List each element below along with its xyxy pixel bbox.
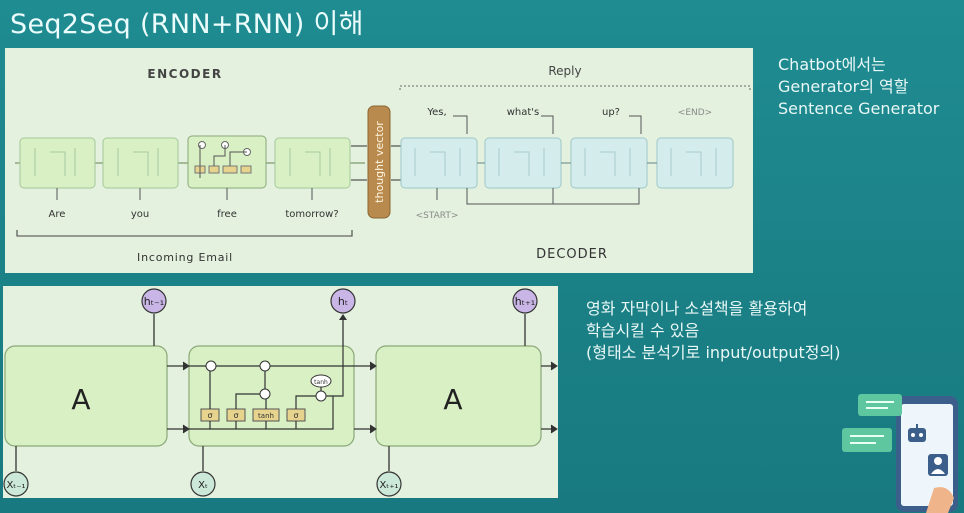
feedback-loops	[466, 188, 640, 205]
gate-label: σ	[233, 411, 238, 420]
note-line: Chatbot에서는	[778, 55, 886, 74]
incoming-email-label: Incoming Email	[137, 251, 233, 264]
thought-vector-label: thought vector	[373, 121, 386, 203]
lstm-diagram: A tanh σ σ tanh σ A	[3, 288, 558, 497]
output-word: Yes,	[426, 107, 446, 118]
seq2seq-diagram: ENCODER Reply	[15, 64, 751, 264]
robot-icon	[908, 424, 926, 442]
chatbot-illustration	[842, 394, 958, 513]
hidden-label: hₜ₊₁	[515, 295, 535, 308]
input-circle: Xₜ₊₁	[376, 471, 402, 497]
gate-label: tanh	[258, 412, 274, 420]
decoder-cell	[656, 137, 734, 189]
slide-title: Seq2Seq (RNN+RNN) 이해	[10, 9, 364, 40]
decoder-cell	[484, 137, 562, 189]
thought-links	[351, 145, 401, 181]
tanh-label: tanh	[314, 379, 328, 386]
training-notes: 영화 자막이나 소설책을 활용하여 학습시킬 수 있음 (형태소 분석기로 in…	[586, 298, 840, 364]
gate-label: σ	[207, 411, 212, 420]
output-word: up?	[602, 107, 620, 118]
lstm-diagram-panel: A tanh σ σ tanh σ A	[3, 286, 558, 498]
chat-bubble-icon	[842, 428, 892, 452]
hand-icon	[926, 487, 954, 513]
input-ticks	[56, 188, 313, 200]
thought-vector	[367, 105, 391, 219]
lstm-block: A	[375, 345, 542, 447]
chatbot-notes: Chatbot에서는 Generator의 역할 Sentence Genera…	[778, 54, 939, 120]
note-line: 학습시킬 수 있음	[586, 321, 700, 340]
input-label: Xₜ₋₁	[6, 480, 25, 491]
encoder-cell	[102, 137, 179, 189]
output-connectors	[453, 115, 642, 134]
decoder-label: DECODER	[536, 247, 608, 262]
hidden-state-circle: hₜ₋₁	[141, 288, 167, 314]
input-label: Xₜ₊₁	[379, 480, 398, 491]
block-label: A	[443, 383, 462, 416]
gate-label: σ	[293, 411, 298, 420]
input-arrows	[15, 446, 390, 471]
note-line: 영화 자막이나 소설책을 활용하여	[586, 299, 808, 318]
hidden-label: hₜ	[338, 295, 348, 308]
chain-arrowheads	[182, 361, 558, 434]
input-word: you	[131, 209, 149, 220]
output-word: what's	[507, 107, 540, 118]
input-word: Are	[49, 209, 66, 220]
chain-arrows	[167, 365, 555, 430]
hidden-state-circle: hₜ	[330, 288, 356, 314]
note-line: (형태소 분석기로 input/output정의)	[586, 343, 841, 362]
encoder-cell	[19, 137, 96, 189]
block-label: A	[71, 383, 90, 416]
input-circle: Xₜ	[190, 471, 216, 497]
input-word: tomorrow?	[285, 209, 338, 220]
reply-bracket	[399, 85, 751, 90]
lstm-block: A	[4, 345, 168, 447]
encoder-cell-detailed	[187, 135, 267, 189]
start-token: <START>	[416, 211, 459, 221]
note-line: Sentence Generator	[778, 99, 940, 118]
input-label: Xₜ	[198, 480, 208, 491]
output-arrows	[153, 314, 526, 346]
hidden-label: hₜ₋₁	[144, 295, 164, 308]
lstm-cell-detailed: tanh σ σ tanh σ	[188, 314, 355, 447]
incoming-bracket	[16, 230, 353, 237]
note-line: Generator의 역할	[778, 77, 909, 96]
output-word-end: <END>	[678, 108, 712, 118]
encoder-label: ENCODER	[147, 67, 222, 81]
input-circle: Xₜ₋₁	[3, 471, 29, 497]
reply-label: Reply	[548, 64, 581, 78]
decoder-cell	[570, 137, 648, 189]
input-word: free	[217, 209, 237, 220]
seq2seq-diagram-panel: ENCODER Reply	[5, 48, 753, 273]
person-icon	[928, 454, 948, 476]
chat-bubble-icon	[858, 394, 902, 416]
hidden-state-circle: hₜ₊₁	[512, 288, 538, 314]
encoder-cell	[274, 137, 351, 189]
decoder-cell	[400, 137, 478, 189]
